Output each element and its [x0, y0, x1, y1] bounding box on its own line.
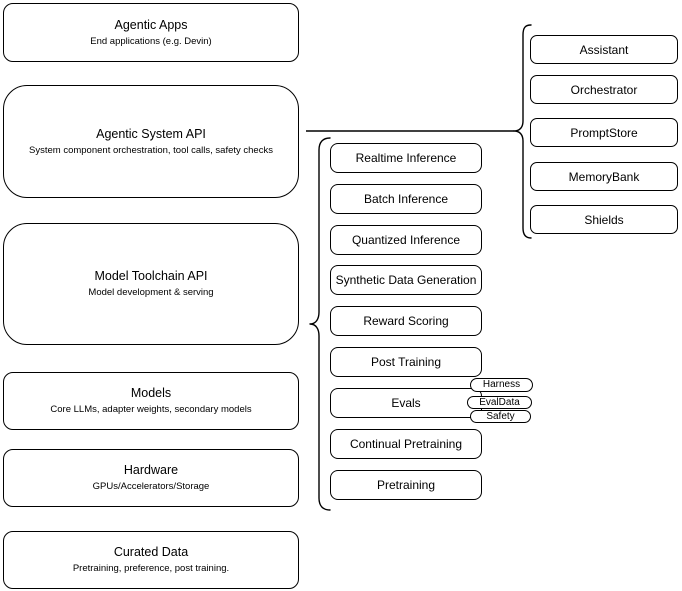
node-label: Evals: [391, 396, 421, 410]
node-title: Curated Data: [113, 545, 189, 559]
node-subtitle: System component orchestration, tool cal…: [29, 144, 273, 156]
tag-label: EvalData: [479, 396, 520, 408]
node-label: Post Training: [370, 355, 442, 369]
node-orchestrator: Orchestrator: [530, 75, 678, 104]
tag-safety: Safety: [470, 410, 531, 423]
node-label: Quantized Inference: [351, 233, 461, 247]
node-reward-scoring: Reward Scoring: [330, 306, 482, 336]
node-title: Agentic System API: [96, 126, 206, 141]
node-continual-pretraining: Continual Pretraining: [330, 429, 482, 459]
tag-label: Harness: [482, 379, 521, 390]
node-quantized-inference: Quantized Inference: [330, 225, 482, 255]
node-evals: Evals: [330, 388, 482, 418]
node-subtitle: Model development & serving: [88, 287, 214, 298]
tag-evaldata: EvalData: [467, 396, 532, 409]
node-label: PromptStore: [570, 125, 638, 140]
toolchain-brace: [309, 137, 331, 511]
node-memorybank: MemoryBank: [530, 162, 678, 191]
node-label: MemoryBank: [568, 169, 640, 184]
node-pretraining: Pretraining: [330, 470, 482, 500]
node-label: Assistant: [579, 42, 629, 57]
node-label: Batch Inference: [363, 192, 449, 206]
node-label: Reward Scoring: [363, 314, 449, 328]
node-assistant: Assistant: [530, 35, 678, 64]
node-agentic-system-api: Agentic System API System component orch…: [3, 85, 299, 198]
node-label: Orchestrator: [570, 82, 638, 97]
node-subtitle: GPUs/Accelerators/Storage: [92, 481, 210, 492]
node-subtitle: End applications (e.g. Devin): [90, 35, 212, 47]
node-promptstore: PromptStore: [530, 118, 678, 147]
node-label: Realtime Inference: [355, 151, 457, 165]
node-model-toolchain-api: Model Toolchain API Model development & …: [3, 223, 299, 345]
node-hardware: Hardware GPUs/Accelerators/Storage: [3, 449, 299, 507]
node-label: Pretraining: [376, 478, 436, 492]
node-title: Hardware: [123, 463, 179, 477]
node-synthetic-data-generation: Synthetic Data Generation: [330, 265, 482, 295]
node-post-training: Post Training: [330, 347, 482, 377]
system-components-brace: [513, 24, 532, 239]
node-label: Shields: [584, 212, 624, 227]
node-shields: Shields: [530, 205, 678, 234]
node-realtime-inference: Realtime Inference: [330, 143, 482, 173]
node-subtitle: Core LLMs, adapter weights, secondary mo…: [50, 404, 252, 415]
node-title: Agentic Apps: [114, 17, 188, 32]
tag-harness: Harness: [470, 378, 533, 392]
node-title: Model Toolchain API: [94, 269, 208, 283]
node-curated-data: Curated Data Pretraining, preference, po…: [3, 531, 299, 589]
node-label: Synthetic Data Generation: [335, 273, 477, 287]
node-title: Models: [130, 386, 172, 400]
node-label: Continual Pretraining: [349, 437, 463, 451]
node-batch-inference: Batch Inference: [330, 184, 482, 214]
node-subtitle: Pretraining, preference, post training.: [72, 563, 230, 574]
tag-label: Safety: [486, 410, 515, 422]
node-models: Models Core LLMs, adapter weights, secon…: [3, 372, 299, 430]
node-agentic-apps: Agentic Apps End applications (e.g. Devi…: [3, 3, 299, 62]
